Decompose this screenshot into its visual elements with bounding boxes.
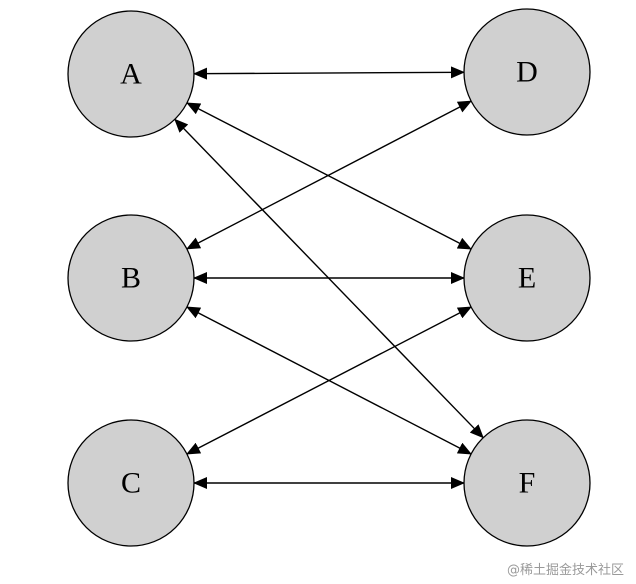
node-b: B xyxy=(67,214,195,342)
node-circle-c xyxy=(67,419,195,547)
node-label-b: B xyxy=(121,262,141,295)
edge-b-d xyxy=(186,100,472,250)
node-label-d: D xyxy=(516,56,538,89)
node-circle-f xyxy=(463,419,591,547)
edge-a-d xyxy=(193,66,465,80)
node-label-e: E xyxy=(518,262,536,295)
node-circle-a xyxy=(67,10,195,138)
node-label-a: A xyxy=(120,58,142,91)
node-d: D xyxy=(463,8,591,136)
node-a: A xyxy=(67,10,195,138)
node-label-c: C xyxy=(121,467,141,500)
node-circle-d xyxy=(463,8,591,136)
node-f: F xyxy=(463,419,591,547)
node-label-f: F xyxy=(519,467,536,500)
node-circle-b xyxy=(67,214,195,342)
node-circle-e xyxy=(463,214,591,342)
edges-layer xyxy=(174,66,484,489)
node-e: E xyxy=(463,214,591,342)
nodes-layer: A B C D E F xyxy=(67,8,591,547)
watermark-text: @稀土掘金技术社区 xyxy=(506,563,624,578)
node-c: C xyxy=(67,419,195,547)
edge-c-e xyxy=(186,306,472,455)
